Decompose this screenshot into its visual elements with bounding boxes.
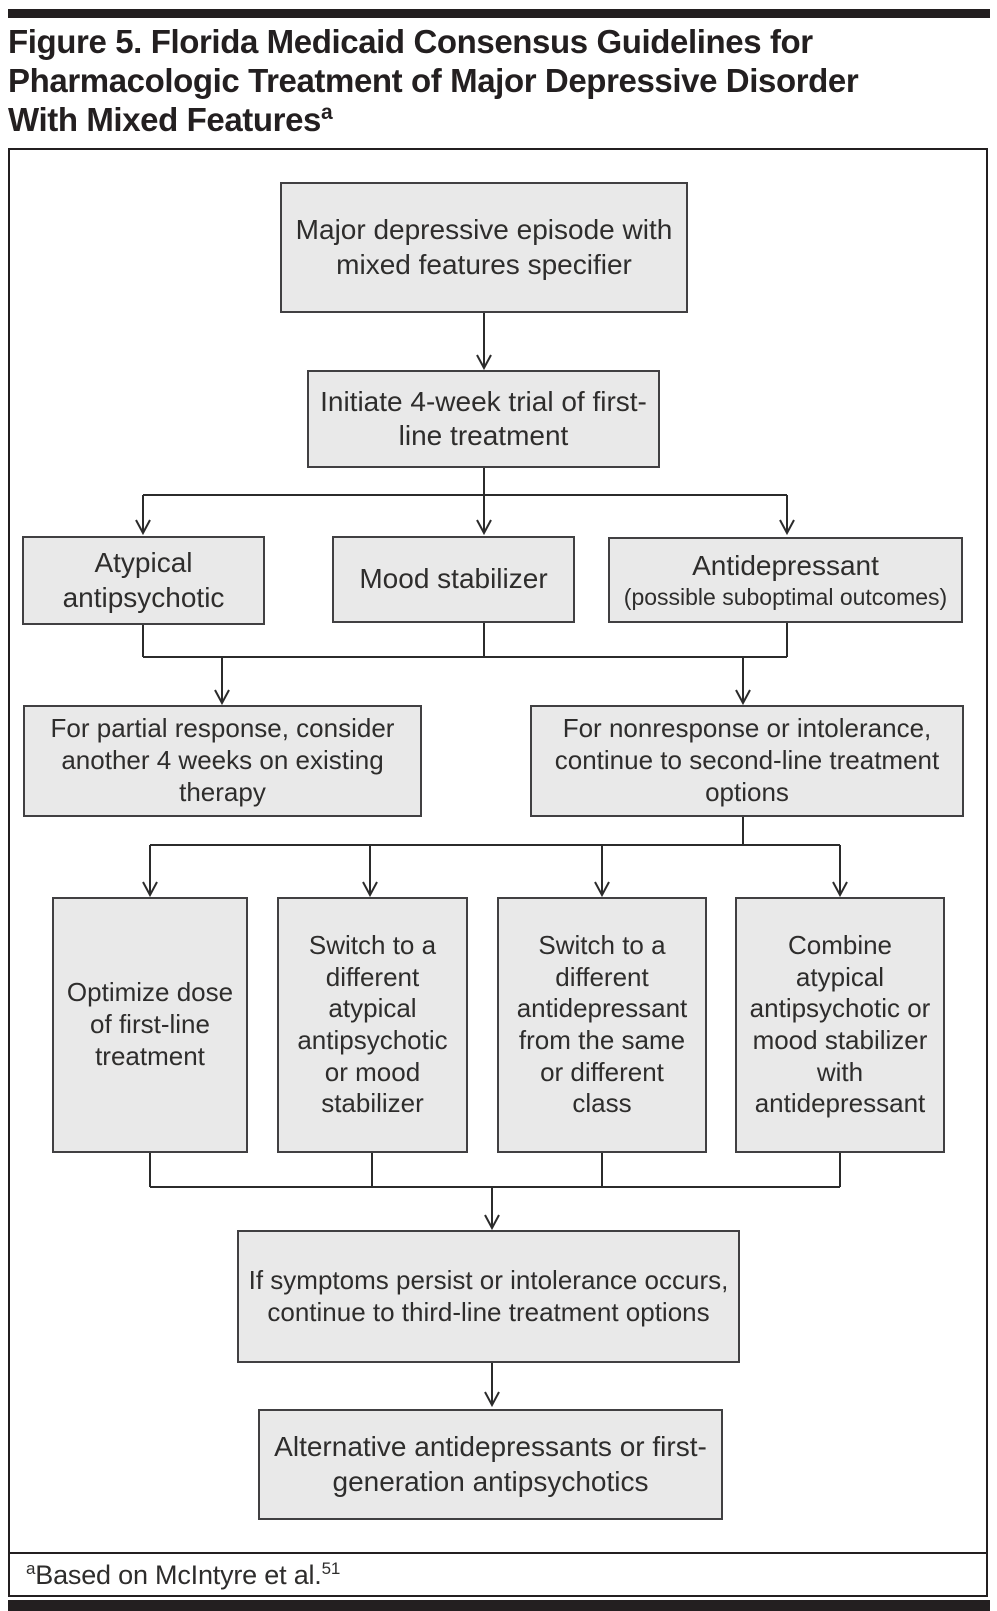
bottom-rule	[8, 1600, 990, 1611]
figure-title-line3: With Mixed Features	[8, 101, 321, 138]
arrowhead	[214, 689, 230, 706]
top-rule	[8, 9, 990, 18]
figure-title: Figure 5. Florida Medicaid Consensus Gui…	[8, 22, 973, 139]
node-switch-atypical-label: Switch to a different atypical antipsych…	[297, 929, 448, 1119]
node-nonresponse: For nonresponse or intolerance, continue…	[530, 705, 964, 817]
arrowhead	[476, 354, 492, 371]
figure-title-superscript: a	[321, 101, 333, 124]
arrowhead	[779, 519, 795, 536]
node-combine: Combine atypical antipsychotic or mood s…	[735, 897, 945, 1153]
node-atypical-label: Atypical antipsychotic	[62, 547, 225, 613]
footnote-text: Based on McIntyre et al.	[35, 1560, 322, 1590]
arrowhead	[594, 881, 610, 898]
node-switch-antidepressant: Switch to a different antidepressant fro…	[497, 897, 707, 1153]
node-antidepressant-note: (possible suboptimal outcomes)	[623, 583, 948, 610]
node-initiate-label: Initiate 4-week trial of first-line trea…	[320, 385, 647, 451]
node-alternative: Alternative antidepressants or first-gen…	[258, 1409, 723, 1520]
arrowhead	[362, 881, 378, 898]
node-symptoms-persist-label: If symptoms persist or intolerance occur…	[248, 1264, 729, 1327]
arrowhead	[735, 689, 751, 706]
arrowhead	[135, 519, 151, 536]
node-combine-label: Combine atypical antipsychotic or mood s…	[749, 929, 931, 1119]
node-partial-response-label: For partial response, consider another 4…	[50, 713, 395, 807]
node-optimize-dose: Optimize dose of first-line treatment	[52, 897, 248, 1153]
node-episode: Major depressive episode with mixed feat…	[280, 182, 688, 313]
node-partial-response: For partial response, consider another 4…	[23, 705, 422, 817]
arrowhead	[832, 881, 848, 898]
footnote: aBased on McIntyre et al.51	[10, 1560, 340, 1591]
footnote-reference: 51	[321, 1559, 341, 1578]
arrowhead	[484, 1391, 500, 1408]
figure-title-line1: Figure 5. Florida Medicaid Consensus Gui…	[8, 23, 813, 60]
node-antidepressant: Antidepressant (possible suboptimal outc…	[608, 537, 963, 623]
node-atypical-antipsychotic: Atypical antipsychotic	[22, 536, 265, 625]
node-episode-label: Major depressive episode with mixed feat…	[295, 214, 673, 280]
node-switch-atypical: Switch to a different atypical antipsych…	[277, 897, 468, 1153]
node-switch-antidepressant-label: Switch to a different antidepressant fro…	[516, 929, 688, 1119]
arrowhead	[476, 519, 492, 536]
node-initiate: Initiate 4-week trial of first-line trea…	[307, 370, 660, 468]
footnote-strip: aBased on McIntyre et al.51	[8, 1552, 988, 1597]
node-mood-stabilizer: Mood stabilizer	[332, 536, 575, 623]
node-optimize-dose-label: Optimize dose of first-line treatment	[66, 977, 234, 1071]
node-symptoms-persist: If symptoms persist or intolerance occur…	[237, 1230, 740, 1363]
footnote-superscript: a	[26, 1559, 36, 1578]
node-antidepressant-label: Antidepressant	[692, 549, 879, 581]
arrowhead	[484, 1214, 500, 1231]
figure-title-line2: Pharmacologic Treatment of Major Depress…	[8, 62, 859, 99]
node-mood-stabilizer-label: Mood stabilizer	[359, 563, 548, 595]
node-nonresponse-label: For nonresponse or intolerance, continue…	[554, 713, 940, 807]
arrowhead	[142, 881, 158, 898]
node-alternative-label: Alternative antidepressants or first-gen…	[274, 1431, 707, 1497]
